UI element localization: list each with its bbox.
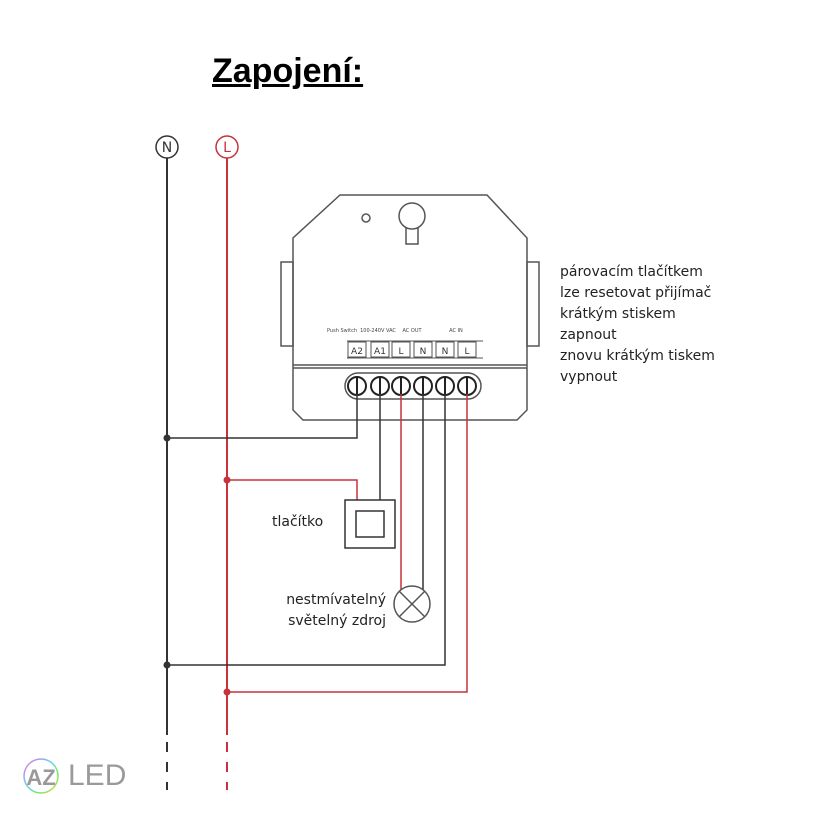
ac-in-label: AC IN bbox=[449, 328, 463, 334]
terminal-label-box bbox=[391, 341, 411, 358]
terminal-label: L bbox=[398, 347, 403, 357]
note-line: znovu krátkým tiskem bbox=[560, 348, 715, 364]
neutral-label: N bbox=[162, 140, 172, 156]
terminal-label: N bbox=[442, 347, 449, 357]
page-title: Zapojení: bbox=[212, 52, 364, 90]
terminals: A2 A1 L N N L bbox=[347, 341, 477, 396]
lamp-label-line: světelný zdroj bbox=[288, 613, 386, 629]
terminal-label-box bbox=[347, 341, 367, 358]
lamp-label: nestmívatelný světelný zdroj bbox=[286, 590, 386, 632]
terminal-label-box bbox=[457, 341, 477, 358]
pairing-note: párovacím tlačítkem lze resetovat přijím… bbox=[560, 262, 715, 388]
svg-text:AZ: AZ bbox=[26, 765, 55, 790]
note-line: lze resetovat přijímač bbox=[560, 285, 712, 301]
lamp-icon bbox=[393, 585, 431, 623]
junction-dots bbox=[163, 434, 231, 696]
button-label: tlačítko bbox=[272, 514, 324, 530]
push-button bbox=[344, 499, 396, 549]
terminal-label: A1 bbox=[374, 347, 386, 357]
voltage-label: 100-240V VAC bbox=[360, 328, 396, 334]
terminal-group-labels: Push Switch 100-240V VAC AC OUT AC IN bbox=[327, 328, 463, 334]
terminal-label: L bbox=[464, 347, 469, 357]
lamp-label-line: nestmívatelný bbox=[286, 592, 386, 608]
relay-module bbox=[280, 194, 540, 421]
logo-ring-icon: AZ bbox=[23, 758, 59, 794]
terminal-label: A2 bbox=[351, 347, 363, 357]
neutral-line: N bbox=[155, 135, 179, 790]
note-line: vypnout bbox=[560, 369, 618, 385]
live-line: L bbox=[215, 135, 239, 790]
terminal-label-box bbox=[413, 341, 433, 358]
wires bbox=[167, 394, 468, 693]
az-led-logo: AZ LED bbox=[22, 757, 126, 795]
note-line: krátkým stiskem bbox=[560, 306, 676, 322]
ac-out-label: AC OUT bbox=[402, 328, 422, 334]
push-switch-label: Push Switch bbox=[327, 328, 357, 334]
note-line: zapnout bbox=[560, 327, 617, 343]
terminal-label-box bbox=[435, 341, 455, 358]
live-label: L bbox=[223, 140, 231, 156]
terminal-label: N bbox=[420, 347, 427, 357]
note-line: párovacím tlačítkem bbox=[560, 264, 703, 280]
terminal-label-box bbox=[370, 341, 390, 358]
